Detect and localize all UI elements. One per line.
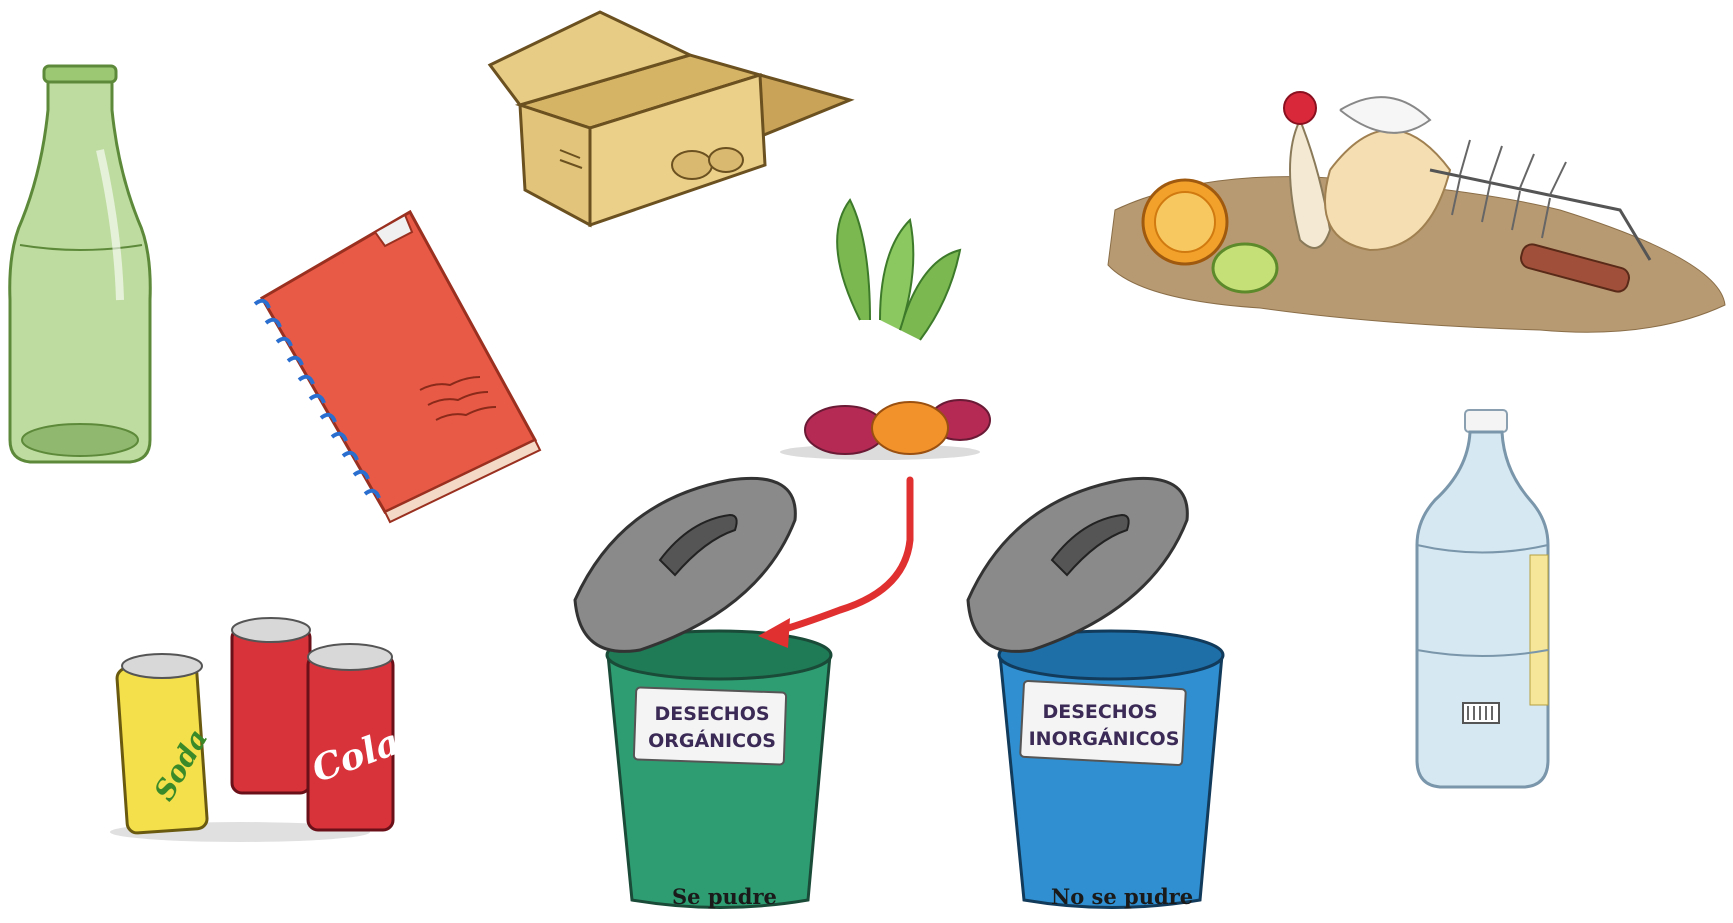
organic-bin-label-card: DESECHOS ORGÁNICOS [634,687,786,764]
inorganic-bin-label-line2: INORGÁNICOS [1029,727,1180,750]
organic-bin-label-line2: ORGÁNICOS [648,729,776,752]
inorganic-bin-label-card: DESECHOS INORGÁNICOS [1020,681,1186,765]
organic-caption: Se pudre [672,884,777,909]
food-scraps-icon [1108,92,1725,332]
soda-cans-icon: Soda Cola [110,618,405,842]
inorganic-bin: DESECHOS INORGÁNICOS [968,478,1223,907]
plastic-bottle-icon [1417,410,1548,787]
spiral-notebook-icon [255,212,540,522]
organic-bin: DESECHOS ORGÁNICOS [575,478,831,907]
inorganic-caption: No se pudre [1051,884,1193,909]
glass-bottle-icon [10,66,151,462]
organic-bin-label-line1: DESECHOS [654,703,769,725]
vegetables-icon [780,200,990,460]
cardboard-box-icon [490,12,850,225]
inorganic-bin-label-line1: DESECHOS [1042,701,1157,723]
